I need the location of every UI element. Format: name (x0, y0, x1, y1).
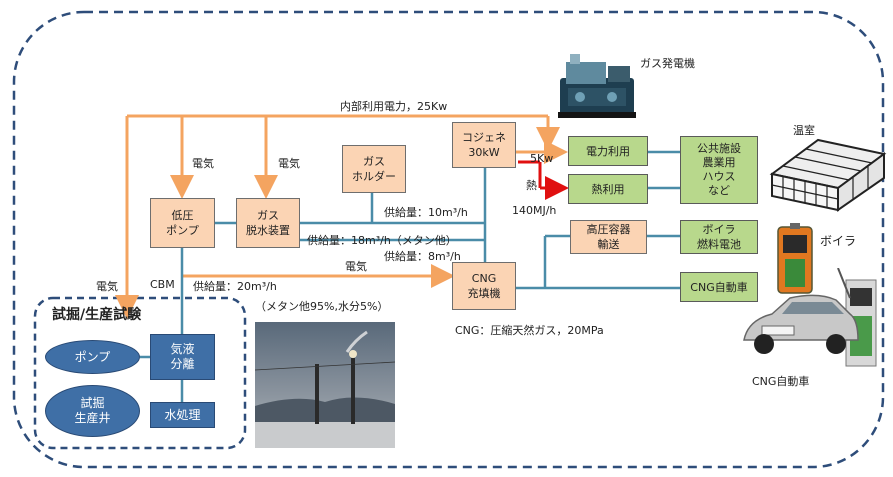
gas-holder-box: ガス ホルダー (342, 145, 406, 193)
gas-generator-image (558, 54, 636, 118)
boiler-fuel-cell-line-1: ボイラ (702, 223, 736, 236)
pump-label: ポンプ (74, 349, 111, 364)
supply-18-label: 供給量：18m³/h（メタン他） (307, 234, 457, 247)
low-pressure-pump-line-2: ポンプ (166, 224, 199, 237)
cogeneration-box: コジェネ 30kW (452, 122, 516, 168)
cng-vehicle-box: CNG自動車 (680, 272, 758, 302)
boiler-label: ボイラ (820, 234, 857, 248)
gas-liquid-separation-line-1: 気液 (170, 342, 195, 356)
boiler-fuel-cell-line-2: 燃料電池 (697, 238, 741, 251)
trial-boundary (33, 296, 247, 450)
low-pressure-pump-box: 低圧 ポンプ (150, 198, 215, 248)
public-facility-line-2: 農業用 (702, 156, 736, 169)
cogeneration-line-1: コジェネ (462, 131, 506, 144)
greenhouse-label: 温室 (793, 124, 815, 137)
power-use-label: 電力利用 (586, 144, 630, 158)
electricity-label-4: 電気 (345, 260, 367, 273)
supply-20-label: 供給量：20m³/h (193, 280, 277, 293)
public-facility-line-4: など (708, 184, 730, 197)
gas-dehydration-line-1: ガス (257, 209, 279, 222)
power-use-box: 電力利用 (568, 136, 648, 166)
cng-car-image (743, 268, 877, 367)
water-treatment-box: 水処理 (150, 402, 215, 428)
boiler-fuel-cell-box: ボイラ 燃料電池 (680, 220, 758, 254)
trial-well-line-1: 試掘 (80, 396, 105, 410)
gas-dehydration-box: ガス 脱水装置 (236, 198, 300, 248)
outer-boundary (12, 10, 885, 469)
cng-station-box: CNG 充填機 (452, 262, 516, 310)
trial-well-line-2: 生産井 (74, 411, 111, 425)
pump-ellipse: ポンプ (45, 340, 140, 374)
electricity-label-3: 電気 (96, 280, 118, 293)
supply-10-label: 供給量：10m³/h (384, 206, 468, 219)
cng-station-line-1: CNG (471, 272, 497, 285)
power-5kw-label: 5Kw (530, 152, 554, 165)
flare-photo (255, 322, 395, 448)
public-facility-box: 公共施設 農業用 ハウス など (680, 136, 758, 204)
cng-car-label: CNG自動車 (752, 375, 810, 388)
public-facility-line-3: ハウス (702, 170, 736, 183)
high-pressure-transport-box: 高圧容器 輸送 (570, 220, 647, 254)
cogeneration-line-2: 30kW (468, 146, 500, 159)
heat-label: 熱 (526, 179, 537, 192)
public-facility-line-1: 公共施設 (697, 142, 741, 155)
internal-power-label: 内部利用電力，25Kw (340, 100, 448, 113)
low-pressure-pump-line-1: 低圧 (171, 209, 194, 222)
heat-use-box: 熱利用 (568, 174, 648, 204)
high-pressure-transport-line-1: 高圧容器 (586, 223, 631, 236)
gas-liquid-separation-box: 気液 分離 (150, 334, 215, 380)
cng-station-line-2: 充填機 (467, 287, 501, 300)
cng-note-label: CNG：圧縮天然ガス，20MPa (455, 324, 604, 337)
gas-dehydration-line-2: 脱水装置 (246, 224, 290, 237)
water-treatment-label: 水処理 (164, 407, 201, 422)
electricity-label-1: 電気 (192, 157, 214, 170)
gas-generator-label: ガス発電機 (640, 57, 695, 70)
supply-8-label: 供給量：8m³/h (384, 250, 461, 263)
greenhouse-image (769, 138, 887, 212)
cbm-label: CBM (150, 278, 175, 291)
gas-liquid-separation-line-2: 分離 (170, 357, 195, 371)
high-pressure-transport-line-2: 輸送 (597, 238, 620, 251)
heat-140mj-label: 140MJ/h (512, 204, 557, 217)
boiler-image (777, 223, 813, 294)
trial-title: 試掘/生産試験 (52, 307, 142, 323)
electricity-label-2: 電気 (278, 157, 300, 170)
trial-well-ellipse: 試掘 生産井 (45, 385, 140, 437)
heat-use-label: 熱利用 (591, 182, 625, 196)
cng-vehicle-box-label: CNG自動車 (690, 280, 748, 294)
composition-label: （メタン他95%,水分5%） (255, 300, 389, 313)
gas-holder-line-2: ホルダー (352, 170, 396, 183)
gas-holder-line-1: ガス (363, 155, 385, 168)
